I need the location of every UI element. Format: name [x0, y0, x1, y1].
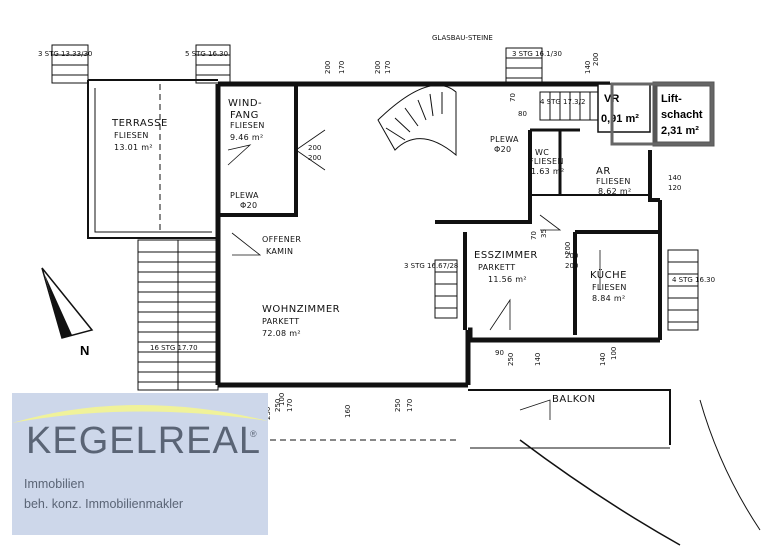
ar-floor: FLIESEN [596, 177, 631, 186]
dimension-label: 200 [308, 144, 321, 152]
dimension-label: 90 [495, 349, 504, 357]
windfang-name-1: WIND- [228, 98, 262, 109]
dimension-label: 100 [610, 347, 618, 360]
logo-brand: KEGELREAL [26, 420, 261, 462]
dimension-label: 200 [565, 252, 578, 260]
dimension-label: 250 [394, 399, 402, 412]
logo-line-1: Immobilien [24, 477, 85, 491]
dimension-label: 70 [509, 93, 517, 102]
north-arrow-icon [41, 267, 94, 339]
plewa-1-line-1: PLEWA [230, 191, 259, 200]
stair-label-right-mid: 4 STG 17.3/2 [540, 98, 585, 106]
dimension-label: 100 [278, 393, 286, 406]
dimension-label: 120 [668, 184, 681, 192]
stair-label-top-right: 3 STG 16.1/30 [512, 50, 562, 58]
dimension-label: 140 [584, 61, 592, 74]
dimension-label: 70 [530, 231, 538, 240]
dimension-label: 140 [668, 174, 681, 182]
terrasse-name: TERRASSE [111, 118, 168, 129]
logo-line-2: beh. konz. Immobilienmakler [24, 497, 184, 511]
north-label: N [80, 343, 89, 358]
kueche-area: 8.84 m² [592, 294, 625, 303]
vr-area: 0,91 m² [601, 113, 639, 125]
kueche-floor: FLIESEN [592, 283, 627, 292]
stair-label-dining: 3 STG 16.67/28 [404, 262, 458, 270]
dimension-label: 170 [384, 61, 392, 74]
dimension-label: 250 [507, 353, 515, 366]
dimension-label: 200 [592, 53, 600, 66]
stair-label-left-lower: 16 STG 17.70 [150, 344, 198, 352]
plewa-2-line-2: Φ20 [494, 145, 511, 154]
windfang-area: 9.46 m² [230, 133, 263, 142]
kamin-line-1: OFFENER [262, 235, 301, 244]
agency-logo: KEGELREAL ® Immobilien beh. konz. Immobi… [12, 393, 268, 535]
stair-label-top-mid: 5 STG 16.30 [185, 50, 228, 58]
dimension-label: 250 [264, 407, 272, 420]
vr-box: VR 0,91 m² [597, 83, 651, 133]
balkon-name: BALKON [552, 394, 596, 405]
logo-swoosh [12, 404, 268, 423]
stair-label-right-lower: 4 STG 16.30 [672, 276, 715, 284]
dimension-label: 200 [308, 154, 321, 162]
lift-area: 2,31 m² [661, 125, 699, 137]
lift-label-2: schacht [661, 109, 703, 121]
windfang-floor: FLIESEN [230, 121, 265, 130]
north-arrow: N [41, 267, 94, 358]
wc-area: 1.63 m² [531, 167, 564, 176]
walls [87, 79, 761, 546]
stair-label-top-left: 3 STG 13.33/30 [38, 50, 92, 58]
dimension-label: 250 [274, 399, 282, 412]
door-swings [227, 129, 601, 420]
dimension-label: 80 [518, 110, 527, 118]
dimension-label: 200 [374, 61, 382, 74]
dimension-label: 200 [565, 262, 578, 270]
dimension-label: 140 [534, 353, 542, 366]
plewa-1-line-2: Φ20 [240, 201, 257, 210]
dimension-label: 140 [599, 353, 607, 366]
lift-label-1: Lift- [661, 93, 682, 105]
north-arrow-fill [45, 275, 72, 338]
wohnzimmer-area: 72.08 m² [262, 329, 301, 338]
dimension-label: 170 [286, 399, 294, 412]
dimension-label: 170 [406, 399, 414, 412]
logo-registered: ® [250, 429, 257, 439]
wohnzimmer-floor: PARKETT [262, 317, 299, 326]
esszimmer-name: ESSZIMMER [474, 250, 538, 261]
dimension-label: 35 [540, 229, 548, 238]
terrasse-area: 13.01 m² [114, 143, 153, 152]
stair-labels: 3 STG 13.33/30 5 STG 16.30 3 STG 16.1/30… [38, 34, 715, 352]
ar-name: AR [596, 166, 611, 177]
dimension-label: 200 [324, 61, 332, 74]
ar-area: 8.62 m² [598, 187, 631, 196]
room-labels: TERRASSE FLIESEN 13.01 m² WIND- FANG FLI… [111, 98, 631, 405]
glasbau-label: GLASBAU-STEINE [432, 34, 493, 42]
wc-name: WC [535, 148, 549, 157]
esszimmer-area: 11.56 m² [488, 275, 527, 284]
wc-floor: FLIESEN [529, 157, 564, 166]
windfang-name-2: FANG [230, 110, 259, 121]
dimension-label: 200 [564, 242, 572, 255]
terrasse-floor: FLIESEN [114, 131, 149, 140]
lift-shaft-box: Lift- schacht 2,31 m² [610, 81, 715, 147]
plewa-2-line-1: PLEWA [490, 135, 519, 144]
wohnzimmer-name: WOHNZIMMER [262, 304, 340, 315]
dimension-label: 160 [344, 405, 352, 418]
kamin-line-2: KAMIN [266, 247, 293, 256]
esszimmer-floor: PARKETT [478, 263, 515, 272]
dimension-label: 170 [338, 61, 346, 74]
kueche-name: KÜCHE [590, 268, 627, 281]
